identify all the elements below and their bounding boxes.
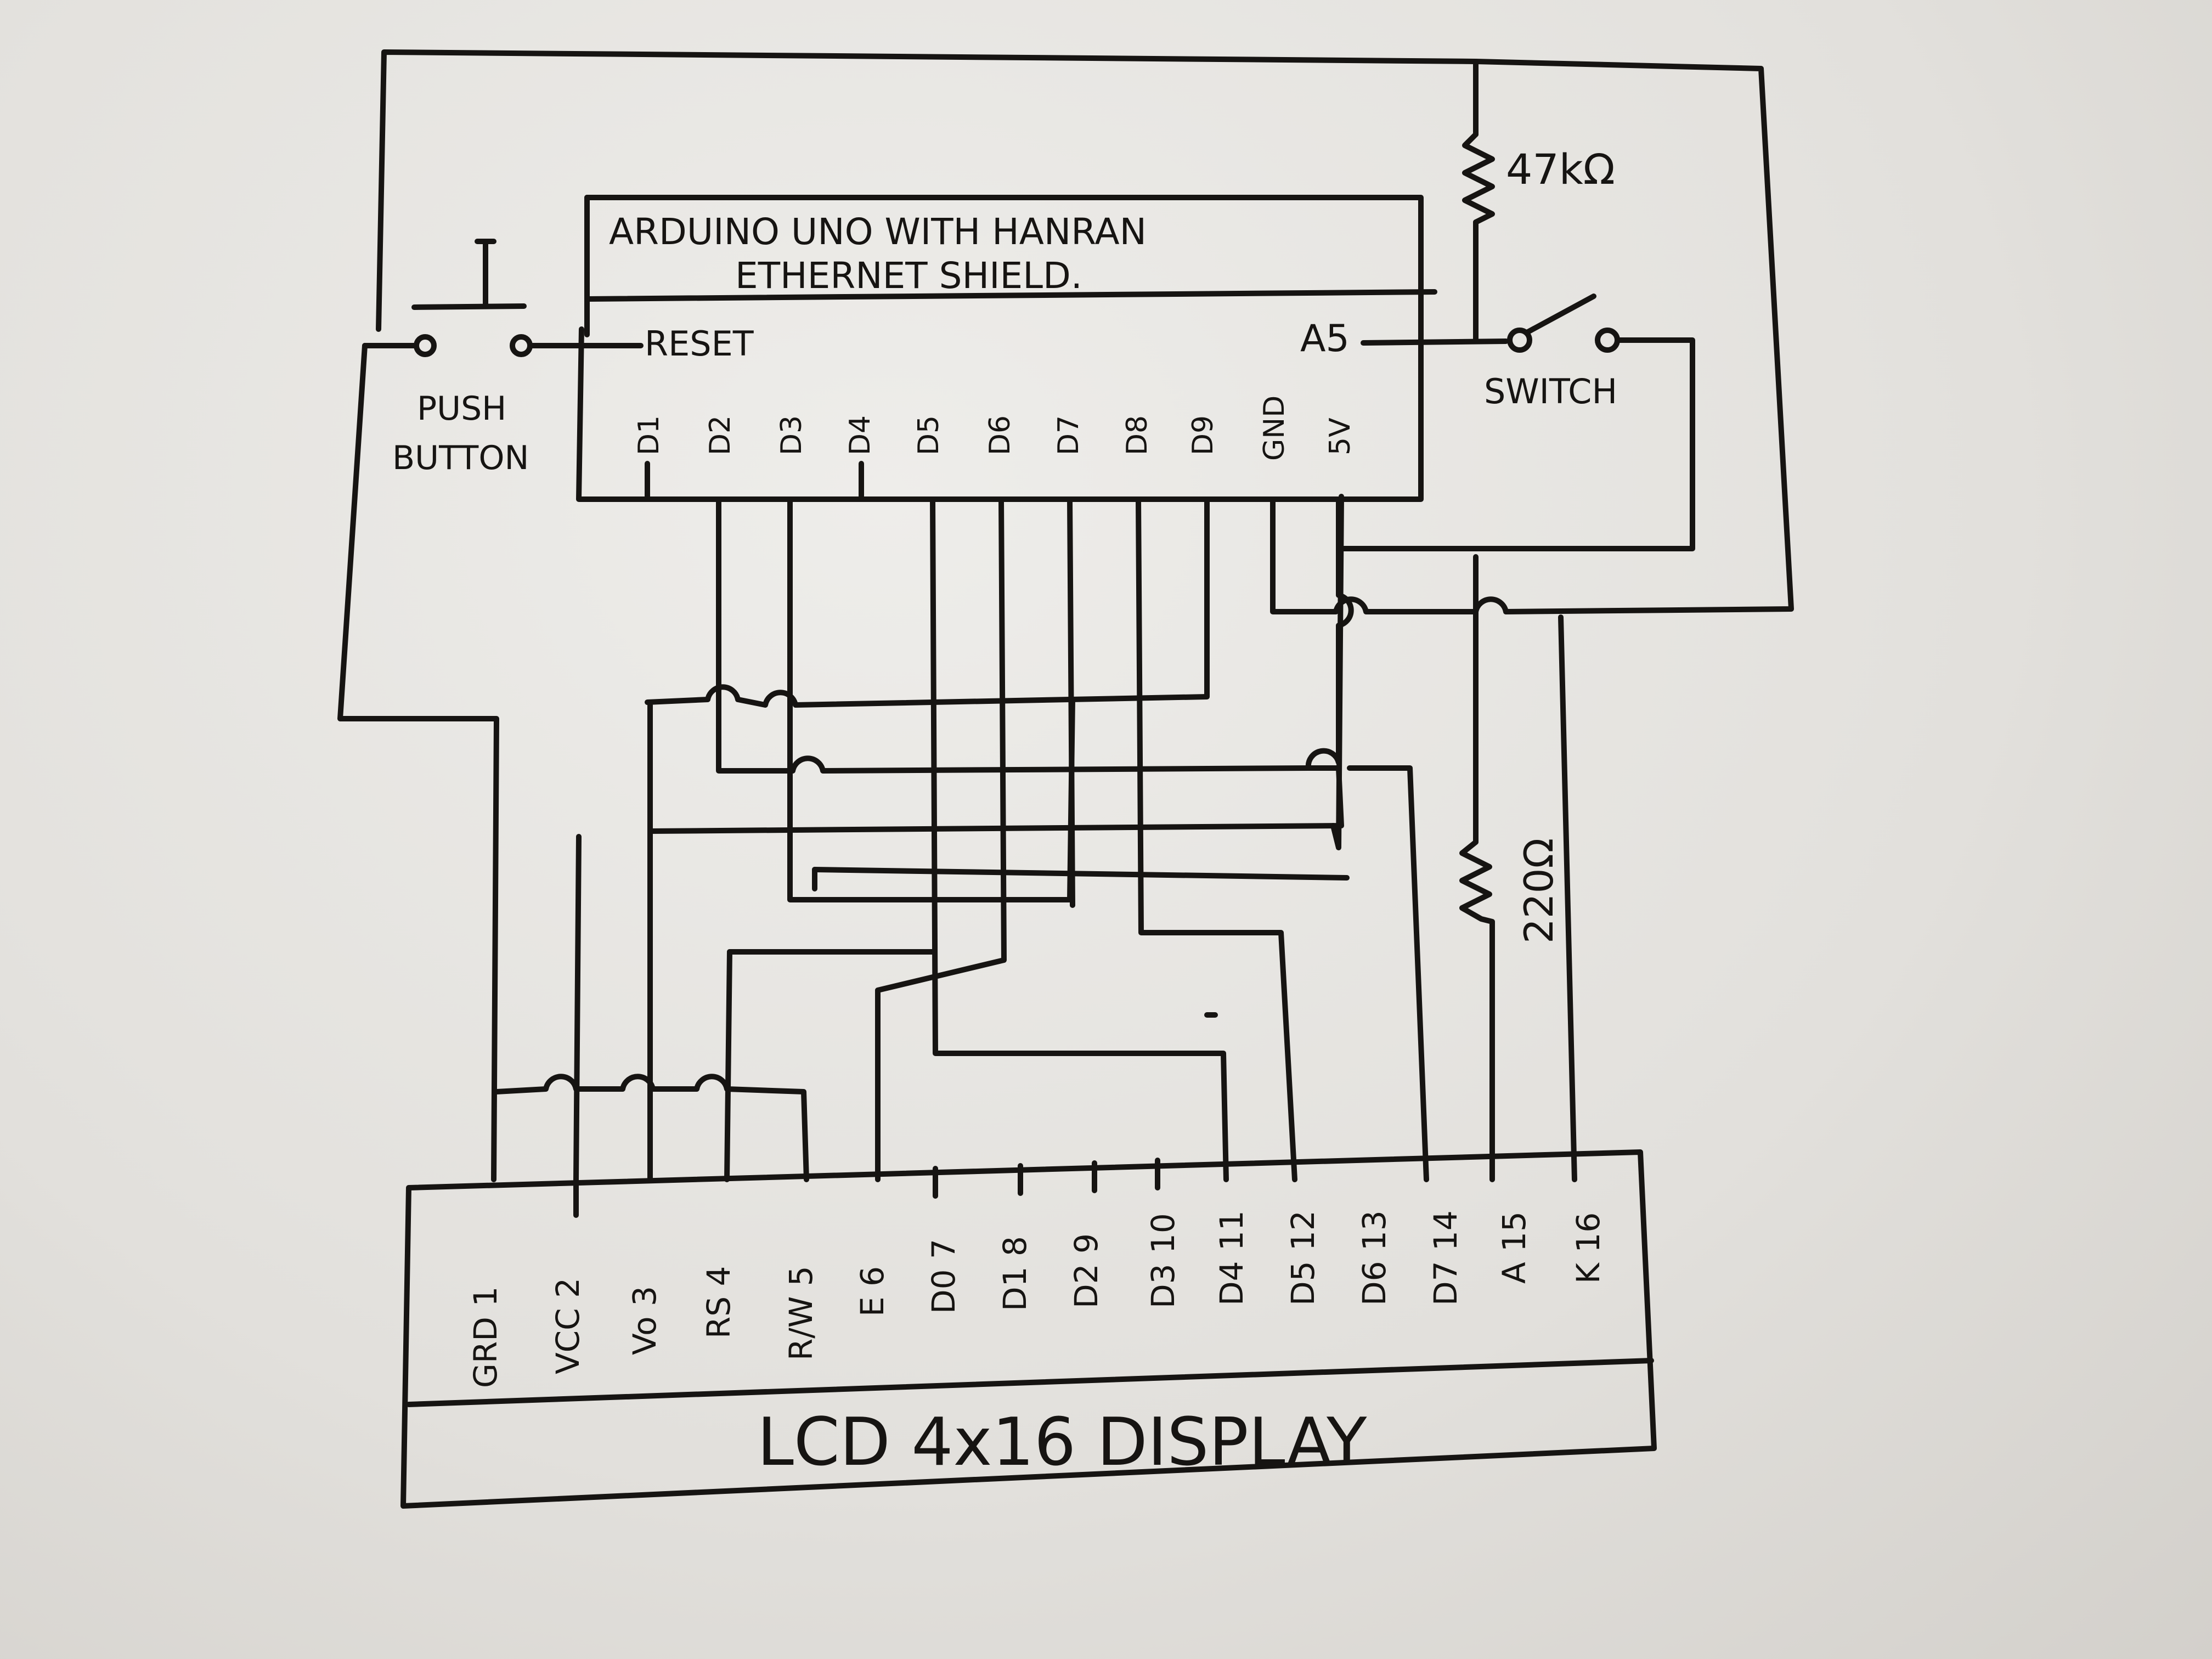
lcd-pin-label-9: D2 9 [1068, 1233, 1105, 1308]
arduino-title-line2: ETHERNET SHIELD. [735, 255, 1082, 297]
push-button-label-line2: BUTTON [392, 439, 529, 477]
pin-label-d4: D4 [844, 415, 877, 455]
pin-label-d7: D7 [1052, 415, 1085, 455]
pin-label-5v: 5V [1324, 417, 1357, 455]
lcd-pin-label-12: D5 12 [1284, 1210, 1322, 1306]
lcd-pin-label-15: A 15 [1496, 1211, 1533, 1284]
pin-label-d1: D1 [633, 415, 665, 455]
a5-label: A5 [1300, 317, 1350, 360]
lcd-pin-labels: GRD 1 VCC 2 Vo 3 RS 4 R/W 5 E 6 D0 7 D1 … [467, 1210, 1607, 1388]
lcd-title: LCD 4x16 DISPLAY [757, 1404, 1367, 1481]
lcd-pin-label-10: D3 10 [1144, 1213, 1182, 1308]
wires [337, 49, 1794, 1182]
pin-label-d9: D9 [1187, 415, 1220, 455]
pin-label-d3: D3 [775, 415, 808, 455]
arduino-pin-labels: D1 D2 D3 D4 D5 D6 D7 D8 D9 GND 5V [633, 396, 1357, 461]
lcd-pin-label-3: Vo 3 [626, 1286, 663, 1355]
switch: SWITCH [1336, 294, 1695, 551]
pin-label-d8: D8 [1121, 415, 1154, 455]
pin-label-d5: D5 [912, 415, 945, 455]
lcd-pin-label-2: VCC 2 [549, 1278, 586, 1374]
lcd-display: LCD 4x16 DISPLAY [400, 1149, 1657, 1509]
switch-label: SWITCH [1484, 371, 1617, 411]
arduino-board: ARDUINO UNO WITH HANRAN ETHERNET SHIELD.… [576, 195, 1437, 502]
lcd-pin-label-6: E 6 [854, 1266, 891, 1317]
arduino-pin-stubs [645, 461, 864, 502]
resistor-47k-label: 47kΩ [1506, 145, 1615, 194]
pin-label-d2: D2 [704, 415, 737, 455]
arduino-title-line1: ARDUINO UNO WITH HANRAN [609, 211, 1147, 253]
lcd-pin-label-14: D7 14 [1427, 1210, 1464, 1306]
lcd-pin-label-4: RS 4 [700, 1266, 737, 1339]
lcd-pin-label-1: GRD 1 [467, 1286, 504, 1388]
lcd-pin-stubs [933, 1158, 1160, 1199]
reset-label: RESET [645, 324, 754, 364]
lcd-pin-label-16: K 16 [1570, 1212, 1607, 1284]
lcd-pin-label-13: D6 13 [1356, 1210, 1393, 1306]
lcd-pin-label-7: D0 7 [925, 1239, 962, 1314]
pin-label-gnd: GND [1258, 396, 1291, 461]
lcd-pin-label-5: R/W 5 [782, 1266, 820, 1361]
resistor-220: 220Ω [1459, 554, 1562, 1182]
resistor-220-label: 220Ω [1516, 838, 1562, 944]
resistor-47k: 47kΩ [1462, 59, 1615, 344]
pin-label-d6: D6 [984, 415, 1017, 455]
push-button-label-line1: PUSH [417, 390, 506, 428]
lcd-pin-label-11: D4 11 [1213, 1210, 1250, 1306]
push-button: PUSH BUTTON [362, 239, 644, 477]
lcd-pin-label-8: D1 8 [996, 1236, 1034, 1311]
